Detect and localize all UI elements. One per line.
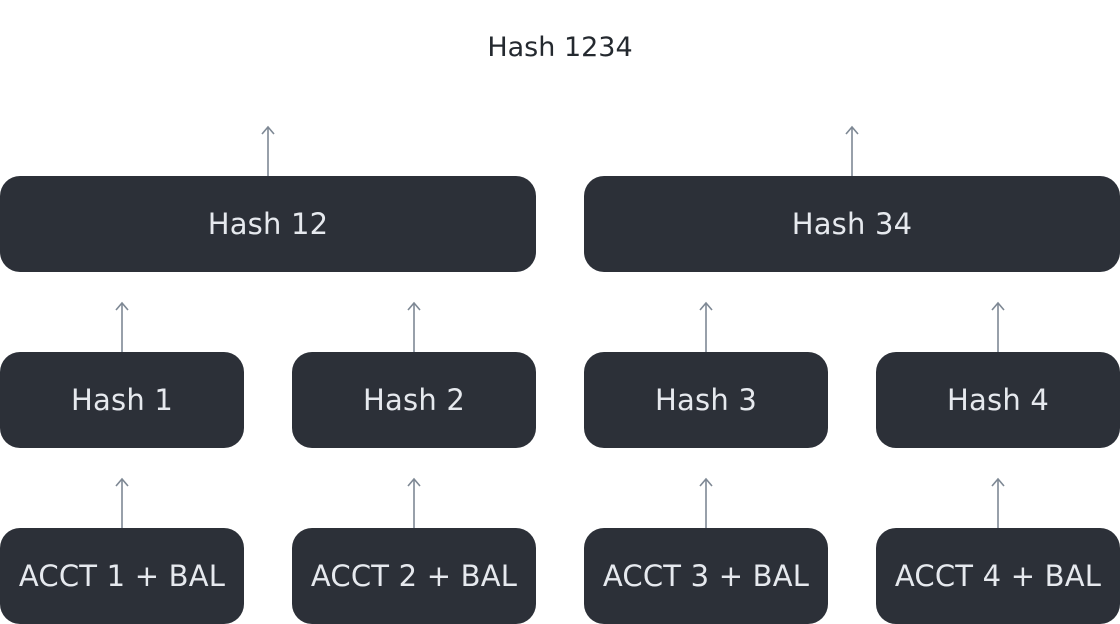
leaf-acct-4: ACCT 4 + BAL (876, 528, 1120, 624)
node-hash-1-label: Hash 1 (71, 383, 173, 417)
leaf-acct-2-label: ACCT 2 + BAL (310, 559, 518, 593)
arrow-hash34-to-root (845, 125, 859, 176)
leaf-acct-1-label: ACCT 1 + BAL (18, 559, 226, 593)
arrow-hash2-to-hash12 (407, 301, 421, 352)
leaf-acct-1: ACCT 1 + BAL (0, 528, 244, 624)
arrow-hash12-to-root (261, 125, 275, 176)
node-hash-4: Hash 4 (876, 352, 1120, 448)
arrow-acct3-to-hash3 (699, 477, 713, 528)
node-hash-3-label: Hash 3 (655, 383, 757, 417)
arrow-acct2-to-hash2 (407, 477, 421, 528)
root-hash-label: Hash 1234 (487, 32, 633, 63)
arrow-hash4-to-hash34 (991, 301, 1005, 352)
leaf-acct-2: ACCT 2 + BAL (292, 528, 536, 624)
node-hash-4-label: Hash 4 (947, 383, 1049, 417)
node-hash-2-label: Hash 2 (363, 383, 465, 417)
leaf-acct-3: ACCT 3 + BAL (584, 528, 828, 624)
node-hash-12-label: Hash 12 (207, 207, 329, 241)
node-hash-34: Hash 34 (584, 176, 1120, 272)
arrow-hash3-to-hash34 (699, 301, 713, 352)
node-hash-3: Hash 3 (584, 352, 828, 448)
node-hash-34-label: Hash 34 (791, 207, 913, 241)
leaf-acct-3-label: ACCT 3 + BAL (602, 559, 810, 593)
arrow-hash1-to-hash12 (115, 301, 129, 352)
node-hash-1: Hash 1 (0, 352, 244, 448)
leaf-acct-4-label: ACCT 4 + BAL (894, 559, 1102, 593)
node-hash-12: Hash 12 (0, 176, 536, 272)
node-hash-2: Hash 2 (292, 352, 536, 448)
arrow-acct1-to-hash1 (115, 477, 129, 528)
arrow-acct4-to-hash4 (991, 477, 1005, 528)
